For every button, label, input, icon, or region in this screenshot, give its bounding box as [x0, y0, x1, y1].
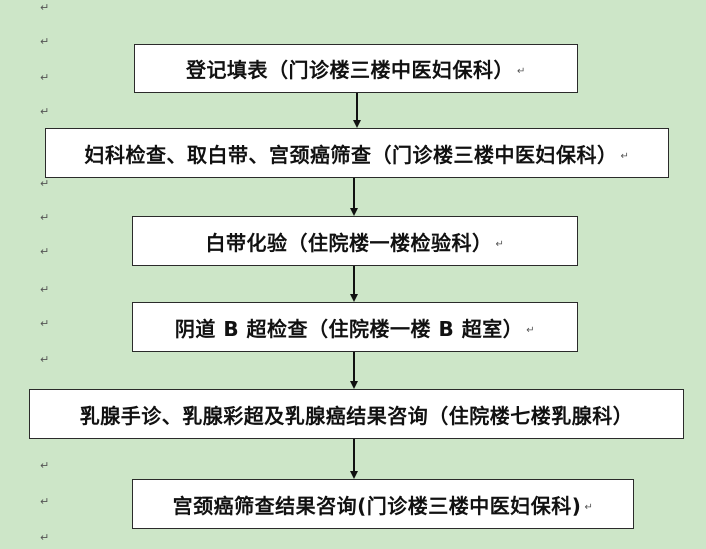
paragraph-mark: ↵ — [40, 105, 50, 118]
flow-step-label: 妇科检查、取白带、宫颈癌筛查（门诊楼三楼中医妇保科） — [84, 142, 618, 167]
flow-step-gyn-exam: 妇科检查、取白带、宫颈癌筛查（门诊楼三楼中医妇保科）↵ — [45, 128, 669, 178]
paragraph-mark: ↵ — [40, 211, 50, 224]
arrow-down-icon — [350, 381, 358, 389]
paragraph-mark: ↵ — [40, 177, 50, 190]
flow-step-registration: 登记填表（门诊楼三楼中医妇保科）↵ — [134, 44, 578, 93]
flow-connector — [353, 266, 355, 295]
paragraph-mark: ↵ — [495, 238, 505, 250]
flow-step-label: 宫颈癌筛查结果咨询(门诊楼三楼中医妇保科) — [172, 493, 582, 518]
arrow-down-icon — [350, 471, 358, 479]
paragraph-mark: ↵ — [40, 317, 50, 330]
paragraph-mark: ↵ — [40, 35, 50, 48]
flow-connector — [353, 352, 355, 382]
flow-connector — [353, 439, 355, 472]
flow-step-label: 白带化验（住院楼一楼检验科） — [205, 230, 493, 255]
paragraph-mark: ↵ — [526, 324, 536, 336]
paragraph-mark: ↵ — [40, 71, 50, 84]
flow-step-label: 乳腺手诊、乳腺彩超及乳腺癌结果咨询（住院楼七楼乳腺科） — [79, 403, 634, 428]
paragraph-mark: ↵ — [40, 283, 50, 296]
flow-step-leukorrhea-test: 白带化验（住院楼一楼检验科）↵ — [132, 216, 578, 266]
paragraph-mark: ↵ — [40, 1, 50, 14]
paragraph-mark: ↵ — [584, 501, 594, 513]
flow-step-label: 登记填表（门诊楼三楼中医妇保科） — [186, 58, 515, 82]
flow-step-breast-exam: 乳腺手诊、乳腺彩超及乳腺癌结果咨询（住院楼七楼乳腺科） — [29, 389, 684, 439]
paragraph-mark: ↵ — [40, 353, 50, 366]
paragraph-mark: ↵ — [40, 459, 50, 472]
paragraph-mark: ↵ — [40, 531, 50, 544]
flow-step-ultrasound: 阴道 B 超检查（住院楼一楼 B 超室）↵ — [132, 302, 578, 352]
paragraph-mark: ↵ — [517, 66, 526, 77]
arrow-down-icon — [350, 294, 358, 302]
paragraph-mark: ↵ — [40, 245, 50, 258]
flow-step-label: 阴道 B 超检查（住院楼一楼 B 超室） — [174, 316, 524, 341]
arrow-down-icon — [353, 120, 361, 128]
paragraph-mark: ↵ — [40, 495, 50, 508]
flow-connector — [353, 178, 355, 209]
flow-connector — [356, 93, 358, 121]
arrow-down-icon — [350, 208, 358, 216]
paragraph-mark: ↵ — [620, 150, 630, 162]
flow-step-cervical-result: 宫颈癌筛查结果咨询(门诊楼三楼中医妇保科)↵ — [132, 479, 634, 529]
